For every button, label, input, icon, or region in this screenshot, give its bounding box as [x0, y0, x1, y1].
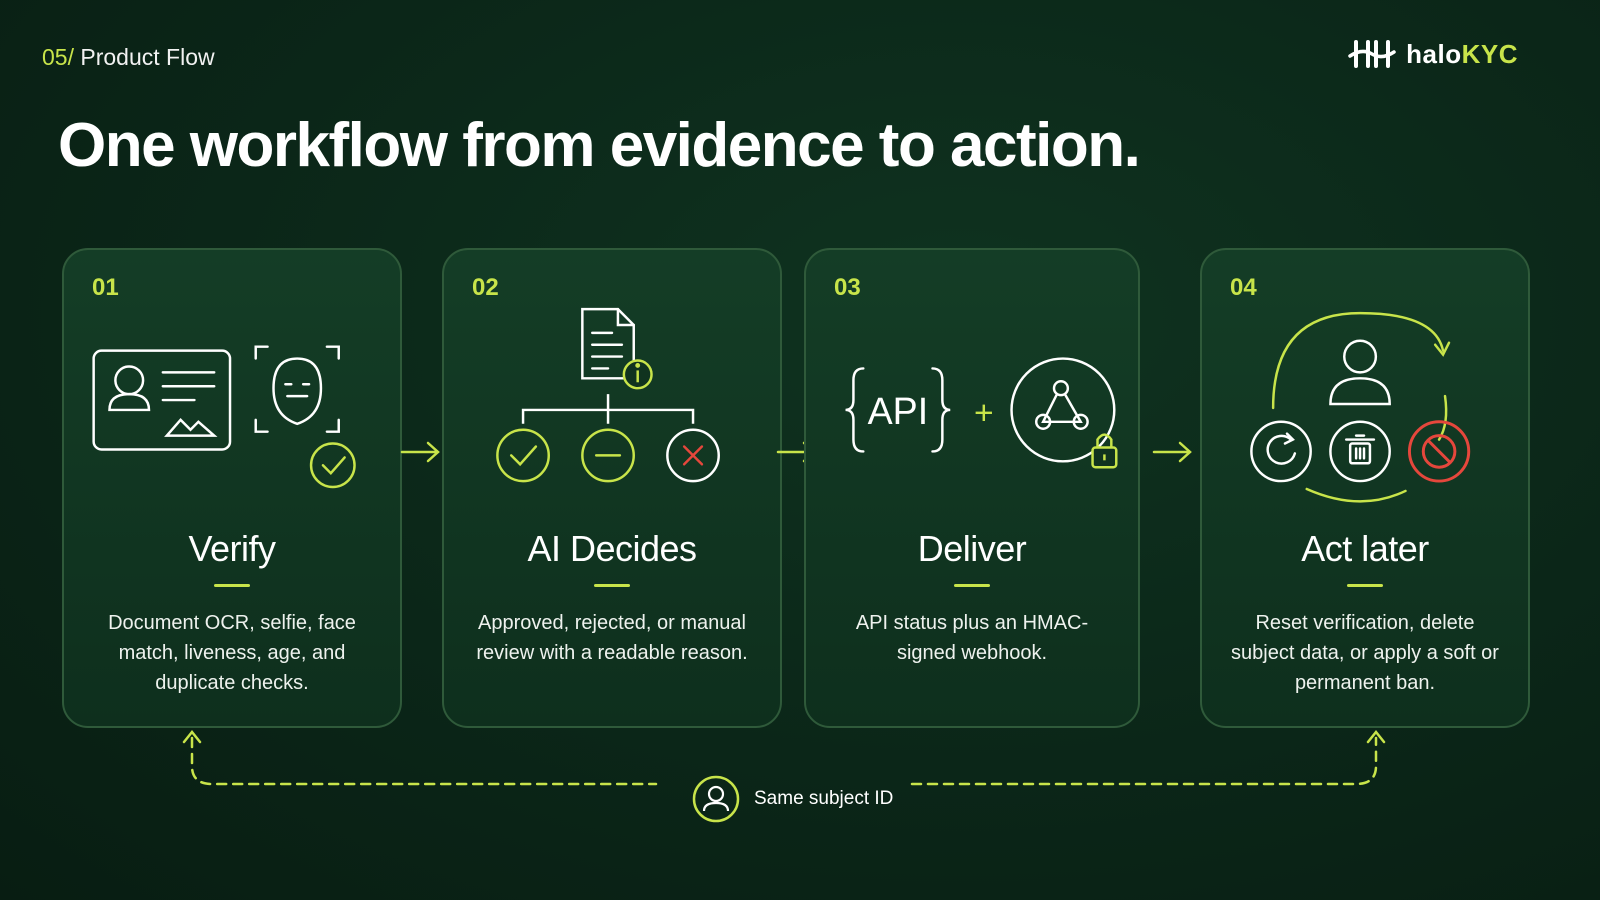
reset-icon	[1250, 420, 1312, 483]
user-icon	[1329, 339, 1391, 406]
heading-underline	[954, 584, 990, 587]
lock-icon	[1091, 433, 1118, 469]
subject-link-connector	[182, 730, 1386, 786]
halo-logo-icon	[1348, 40, 1396, 68]
document-info-icon	[581, 307, 635, 380]
brand-logo: haloKYC	[1348, 38, 1518, 70]
ban-icon	[1407, 420, 1471, 483]
id-card-selfie-illustration	[92, 345, 356, 489]
arrow-right-icon	[400, 441, 440, 463]
webhook-icon	[1010, 357, 1116, 463]
delete-icon	[1329, 420, 1391, 483]
decision-tree-illustration	[496, 307, 720, 483]
step-card-act-later: 04 Act later Reset verifi	[1200, 248, 1530, 728]
subject-label: Same subject ID	[754, 788, 894, 809]
info-icon	[622, 359, 653, 390]
same-subject-id: Same subject ID	[692, 775, 893, 823]
step-card-verify: 01 Verify Document OCR, selfie, face mat…	[62, 248, 402, 728]
section-label: 05/ Product Flow	[42, 44, 215, 71]
face-scan-icon	[254, 345, 340, 433]
id-card-icon	[92, 349, 232, 451]
tree-connector	[521, 394, 695, 424]
step-card-deliver: 03 API + Deliver API status plus an HMAC…	[804, 248, 1140, 728]
step-heading: Deliver	[917, 528, 1027, 569]
arrow-right-icon	[1152, 441, 1192, 463]
step-description: Reset verification, delete subject data,…	[1231, 612, 1499, 694]
step-number: 02	[472, 274, 499, 301]
check-circle-icon	[309, 442, 356, 489]
api-label: API	[868, 390, 928, 432]
step-number: 03	[834, 274, 861, 301]
slide-title: One workflow from evidence to action.	[58, 111, 1141, 180]
step-heading: AI Decides	[527, 528, 697, 569]
brand-name: haloKYC	[1406, 38, 1518, 69]
step-description: API status plus an HMAC-signed webhook.	[855, 612, 1089, 664]
step-heading: Verify	[188, 528, 276, 569]
step-number: 04	[1230, 274, 1257, 301]
review-icon	[581, 428, 635, 483]
reject-icon	[666, 428, 720, 483]
api-webhook-illustration: API +	[845, 357, 1118, 469]
heading-underline	[214, 584, 250, 587]
section-title: Product Flow	[80, 44, 215, 70]
heading-underline	[594, 584, 630, 587]
heading-underline	[1347, 584, 1383, 587]
step-description: Approved, rejected, or manual review wit…	[476, 612, 748, 664]
step-card-ai-decides: 02 AI Decides Approved, rejected, or man…	[442, 248, 782, 728]
approve-icon	[496, 428, 550, 483]
step-number: 01	[92, 274, 119, 301]
section-number: 05/	[42, 44, 74, 70]
action-cycle-illustration	[1250, 311, 1471, 503]
step-description: Document OCR, selfie, face match, livene…	[108, 612, 356, 694]
plus-sign: +	[974, 395, 994, 432]
step-heading: Act later	[1301, 528, 1429, 569]
user-circle-icon	[692, 775, 740, 823]
